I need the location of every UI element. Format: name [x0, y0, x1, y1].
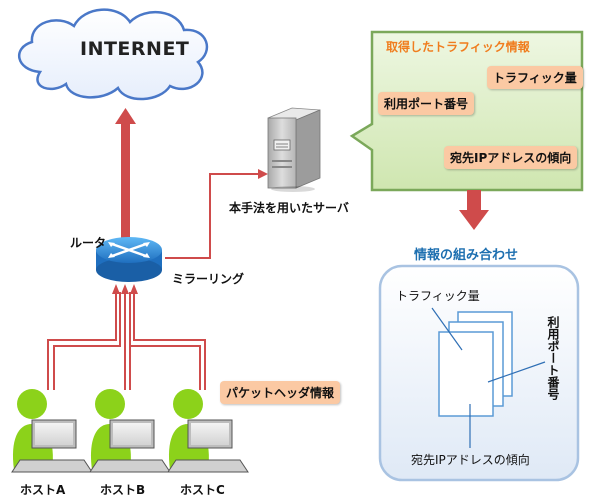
mirroring-label: ミラーリング	[172, 272, 245, 286]
internet-cloud	[17, 8, 209, 101]
host-b-label: ホストB	[100, 483, 146, 497]
upstream-arrow	[115, 108, 136, 246]
host-c-label: ホストC	[180, 483, 225, 497]
host-b-icon	[89, 389, 171, 473]
host-a-icon	[11, 389, 93, 473]
host-link-arrowheads	[112, 284, 138, 294]
combination-panel	[378, 264, 580, 482]
port-number-tag: 利用ポート番号	[378, 92, 475, 115]
host-links	[47, 292, 206, 390]
host-c-icon	[167, 389, 249, 473]
router-icon	[96, 237, 162, 282]
dest-ip-trend-tag: 宛先IPアドレスの傾向	[444, 146, 578, 169]
combine-arrow	[459, 190, 489, 230]
host-a-label: ホストA	[20, 483, 66, 497]
traffic-volume-tag: トラフィック量	[487, 66, 583, 89]
server-label: 本手法を用いたサーバ	[229, 201, 349, 215]
combo-traffic-label: トラフィック量	[396, 289, 480, 303]
packet-header-tag: パケットヘッダ情報	[220, 381, 341, 404]
router-label: ルータ	[70, 236, 107, 250]
mirroring-arrow	[165, 169, 268, 259]
combination-title: 情報の組み合わせ	[414, 248, 519, 263]
combo-dest-label: 宛先IPアドレスの傾向	[411, 453, 530, 467]
callout-title: 取得したトラフィック情報	[386, 40, 530, 54]
internet-label: INTERNET	[80, 38, 190, 60]
combo-port-label: 利用ポート番号	[546, 316, 560, 400]
server-icon	[267, 107, 321, 192]
